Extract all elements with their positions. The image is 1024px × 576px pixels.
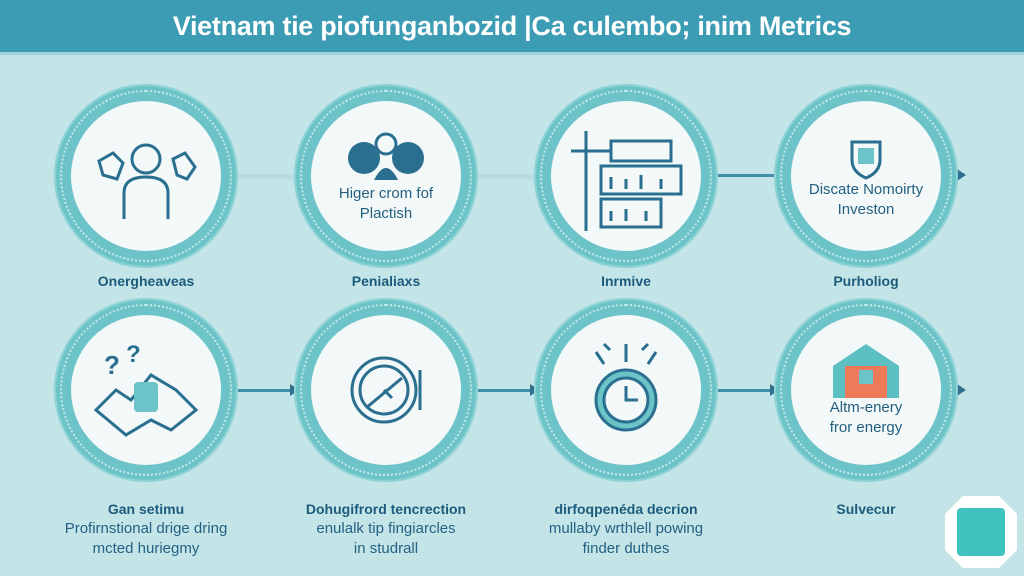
house-icon — [833, 344, 899, 398]
clock-icon — [594, 342, 658, 432]
question-map-icon: ?? — [93, 341, 199, 437]
step-title: Onergheaveas — [97, 273, 195, 289]
step-label: Sulvecur — [746, 499, 986, 519]
circle-text: Altm-enery — [829, 399, 903, 416]
group-icon — [348, 132, 424, 180]
step-title: Gan setimu — [107, 501, 185, 517]
step-node-1 — [54, 84, 238, 268]
arrow-icon — [957, 169, 966, 181]
step-node-4: Discate Nomoirty Investon — [774, 84, 958, 268]
step-desc: Profirnstional drige dring — [64, 520, 228, 537]
arrow-icon — [957, 384, 966, 396]
page-title: Vietnam tie piofunganbozid |Ca culembo; … — [172, 10, 852, 41]
step-title: Sulvecur — [836, 501, 896, 517]
step-desc: in studrall — [353, 540, 419, 557]
step-node-7 — [534, 298, 718, 482]
step-label: Inrmive — [506, 271, 746, 291]
step-label: Gan setimu Profirnstional drige dring mc… — [26, 499, 266, 559]
step-title: Purholiog — [833, 273, 899, 289]
circle-text: Plactish — [359, 205, 413, 222]
gauge-icon — [350, 356, 422, 424]
building-icon — [571, 131, 683, 231]
step-desc: mcted huriegmy — [92, 540, 200, 557]
connector — [230, 174, 308, 179]
step-node-3 — [534, 84, 718, 268]
connector — [470, 174, 548, 179]
step-label: Onergheaveas — [26, 271, 266, 291]
header-bar: Vietnam tie piofunganbozid |Ca culembo; … — [0, 0, 1024, 55]
step-node-6 — [294, 298, 478, 482]
step-label: Penialiaxs — [266, 271, 506, 291]
step-title: Penialiaxs — [351, 273, 421, 289]
step-desc: finder duthes — [582, 540, 670, 557]
step-title: Inrmive — [601, 273, 651, 289]
step-node-5: ?? — [54, 298, 238, 482]
people-icon — [97, 143, 197, 219]
logo-badge-icon — [945, 496, 1017, 568]
circle-text: Investon — [837, 201, 895, 218]
step-title: dirfoqpenéda decrion — [554, 501, 698, 517]
connector — [710, 389, 772, 392]
step-label: dirfoqpenéda decrion mullaby wrthlell po… — [506, 499, 746, 559]
svg-text:?: ? — [104, 350, 120, 380]
svg-text:?: ? — [126, 341, 141, 368]
step-node-2: Higer crom fof Plactish — [294, 84, 478, 268]
circle-text: fror energy — [829, 419, 903, 436]
circle-text: Discate Nomoirty — [808, 181, 924, 198]
step-node-8: Altm-enery fror energy — [774, 298, 958, 482]
connector — [470, 389, 532, 392]
circle-text: Higer crom fof — [338, 185, 434, 202]
shield-icon — [850, 140, 882, 180]
step-desc: enulalk tip fingiarcles — [316, 520, 456, 537]
step-desc: mullaby wrthlell powing — [548, 520, 704, 537]
step-title: Dohugifrord tencrection — [305, 501, 467, 517]
step-label: Dohugifrord tencrection enulalk tip fing… — [266, 499, 506, 559]
step-label: Purholiog — [746, 271, 986, 291]
connector — [710, 174, 788, 177]
connector — [230, 389, 292, 392]
